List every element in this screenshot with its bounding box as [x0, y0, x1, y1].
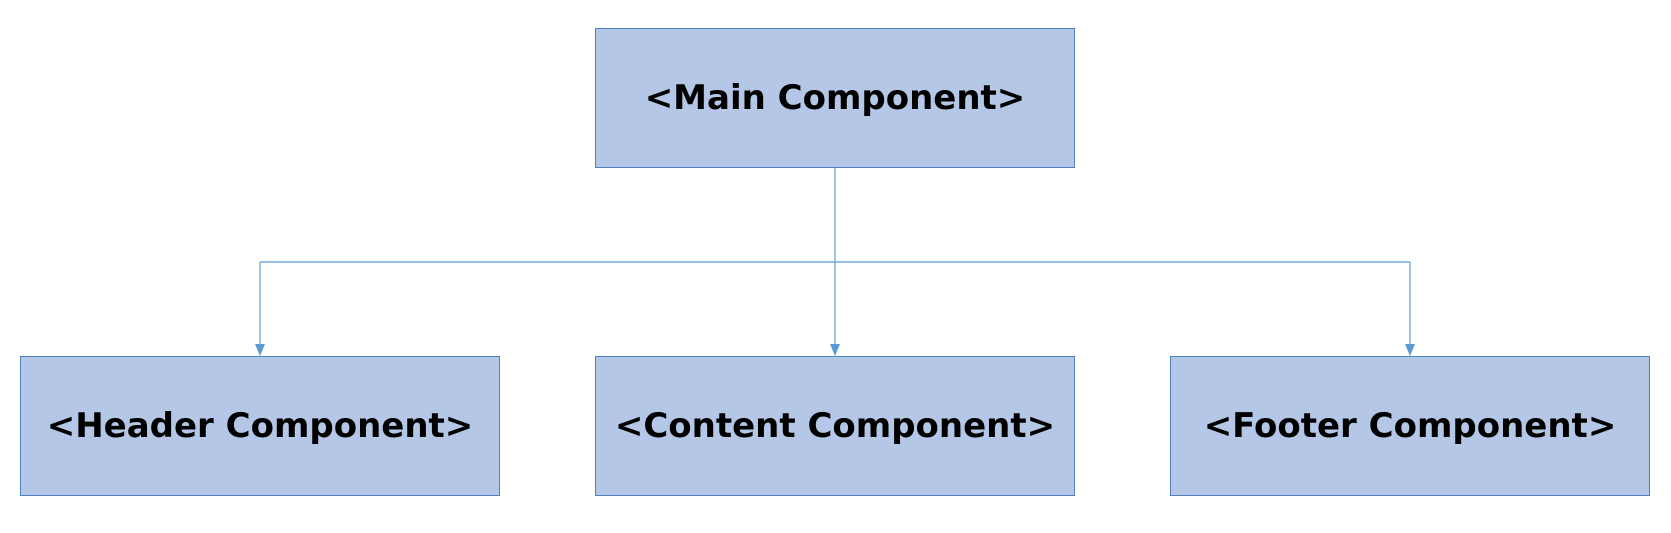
content-component-node: <Content Component> [595, 356, 1075, 496]
main-component-label: <Main Component> [644, 78, 1026, 118]
main-component-node: <Main Component> [595, 28, 1075, 168]
header-component-label: <Header Component> [46, 406, 474, 446]
content-component-label: <Content Component> [614, 406, 1056, 446]
footer-component-node: <Footer Component> [1170, 356, 1650, 496]
footer-component-label: <Footer Component> [1203, 406, 1617, 446]
header-component-node: <Header Component> [20, 356, 500, 496]
